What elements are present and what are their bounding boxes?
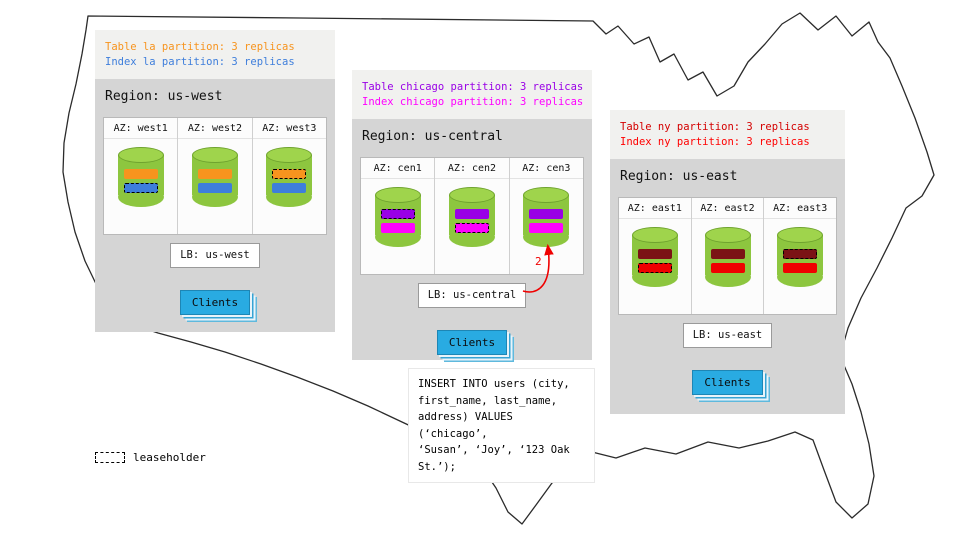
- database-cylinder-icon: [704, 227, 751, 289]
- region-panel-us-central: Table chicago partition: 3 replicas Inde…: [352, 70, 592, 360]
- load-balancer-us-east: LB: us-east: [682, 323, 773, 348]
- partition-caption-us-west: Table la partition: 3 replicas Index la …: [95, 30, 335, 79]
- az-column: AZ: west2: [178, 118, 253, 234]
- table-replica-bar: [454, 209, 489, 219]
- az-label: AZ: west3: [252, 118, 326, 139]
- az-column: AZ: east1: [619, 198, 692, 314]
- leaseholder-swatch-icon: [95, 452, 125, 463]
- table-replica-bar-leaseholder: [380, 209, 415, 219]
- cylinder-top: [448, 187, 495, 203]
- index-replica-bar: [380, 223, 415, 233]
- table-replica-bar-leaseholder: [272, 169, 307, 179]
- index-replica-bar-leaseholder: [637, 263, 672, 273]
- table-replica-bar: [197, 169, 232, 179]
- index-replica-bar-leaseholder: [123, 183, 158, 193]
- database-cylinder-icon: [777, 227, 824, 289]
- table-replica-bar-leaseholder: [783, 249, 818, 259]
- index-partition-caption: Index ny partition: 3 replicas: [620, 136, 810, 148]
- az-column: AZ: cen3: [509, 158, 583, 274]
- region-body-us-east: Region: us-east AZ: east1 AZ: east2: [610, 159, 845, 414]
- table-replica-bar: [710, 249, 745, 259]
- cylinder-top: [523, 187, 570, 203]
- table-replica-bar: [529, 209, 564, 219]
- az-column: AZ: west3: [252, 118, 326, 234]
- table-replica-bar: [637, 249, 672, 259]
- table-partition-caption: Table chicago partition: 3 replicas: [362, 81, 584, 93]
- cylinder-top: [117, 147, 164, 163]
- az-label: AZ: east3: [764, 198, 837, 219]
- database-cylinder-icon: [448, 187, 495, 249]
- cylinder-top: [704, 227, 751, 243]
- table-partition-caption: Table la partition: 3 replicas: [105, 41, 295, 53]
- az-column: AZ: cen2: [435, 158, 510, 274]
- index-partition-caption: Index la partition: 3 replicas: [105, 56, 295, 68]
- cylinder-top: [374, 187, 421, 203]
- partition-caption-us-east: Table ny partition: 3 replicas Index ny …: [610, 110, 845, 159]
- region-panel-us-east: Table ny partition: 3 replicas Index ny …: [610, 110, 845, 414]
- table-partition-caption: Table ny partition: 3 replicas: [620, 121, 810, 133]
- leaseholder-legend-label: leaseholder: [133, 451, 206, 464]
- az-box: AZ: cen1 AZ: cen2: [360, 157, 584, 275]
- table-replica-bar: [123, 169, 158, 179]
- cylinder-top: [631, 227, 678, 243]
- az-label: AZ: cen2: [435, 158, 509, 179]
- region-body-us-west: Region: us-west AZ: west1 AZ: west2: [95, 79, 335, 332]
- az-label: AZ: cen1: [361, 158, 435, 179]
- cylinder-top: [266, 147, 313, 163]
- index-replica-bar: [710, 263, 745, 273]
- index-replica-bar-leaseholder: [454, 223, 489, 233]
- az-label: AZ: cen3: [509, 158, 583, 179]
- region-title: Region: us-central: [362, 129, 503, 144]
- database-cylinder-icon: [266, 147, 313, 209]
- az-column: AZ: east2: [691, 198, 765, 314]
- clients-button-us-central[interactable]: Clients: [436, 330, 508, 355]
- index-replica-bar: [272, 183, 307, 193]
- load-balancer-us-west: LB: us-west: [170, 243, 260, 268]
- load-balancer-us-central: LB: us-central: [417, 283, 527, 308]
- index-replica-bar: [529, 223, 564, 233]
- clients-button-us-west[interactable]: Clients: [179, 290, 251, 315]
- database-cylinder-icon: [374, 187, 421, 249]
- cylinder-top: [191, 147, 238, 163]
- sql-query-note: INSERT INTO users (city, first_name, las…: [408, 368, 595, 483]
- az-box: AZ: east1 AZ: east2: [618, 197, 837, 315]
- partition-caption-us-central: Table chicago partition: 3 replicas Inde…: [352, 70, 592, 119]
- index-replica-bar: [783, 263, 818, 273]
- region-panel-us-west: Table la partition: 3 replicas Index la …: [95, 30, 335, 332]
- az-column: AZ: cen1: [361, 158, 436, 274]
- cylinder-top: [777, 227, 824, 243]
- az-column: AZ: east3: [764, 198, 837, 314]
- region-body-us-central: Region: us-central AZ: cen1 AZ: cen2: [352, 119, 592, 360]
- clients-button-us-east[interactable]: Clients: [692, 370, 763, 395]
- index-partition-caption: Index chicago partition: 3 replicas: [362, 96, 584, 108]
- region-title: Region: us-east: [620, 169, 738, 184]
- database-cylinder-icon: [117, 147, 164, 209]
- az-label: AZ: west2: [178, 118, 252, 139]
- az-label: AZ: east1: [619, 198, 691, 219]
- database-cylinder-icon: [523, 187, 570, 249]
- az-label: AZ: east2: [691, 198, 764, 219]
- az-label: AZ: west1: [104, 118, 178, 139]
- database-cylinder-icon: [631, 227, 678, 289]
- az-box: AZ: west1 AZ: west2: [103, 117, 327, 235]
- leaseholder-legend: leaseholder: [95, 451, 206, 464]
- database-cylinder-icon: [191, 147, 238, 209]
- index-replica-bar: [197, 183, 232, 193]
- az-column: AZ: west1: [104, 118, 179, 234]
- region-title: Region: us-west: [105, 89, 223, 104]
